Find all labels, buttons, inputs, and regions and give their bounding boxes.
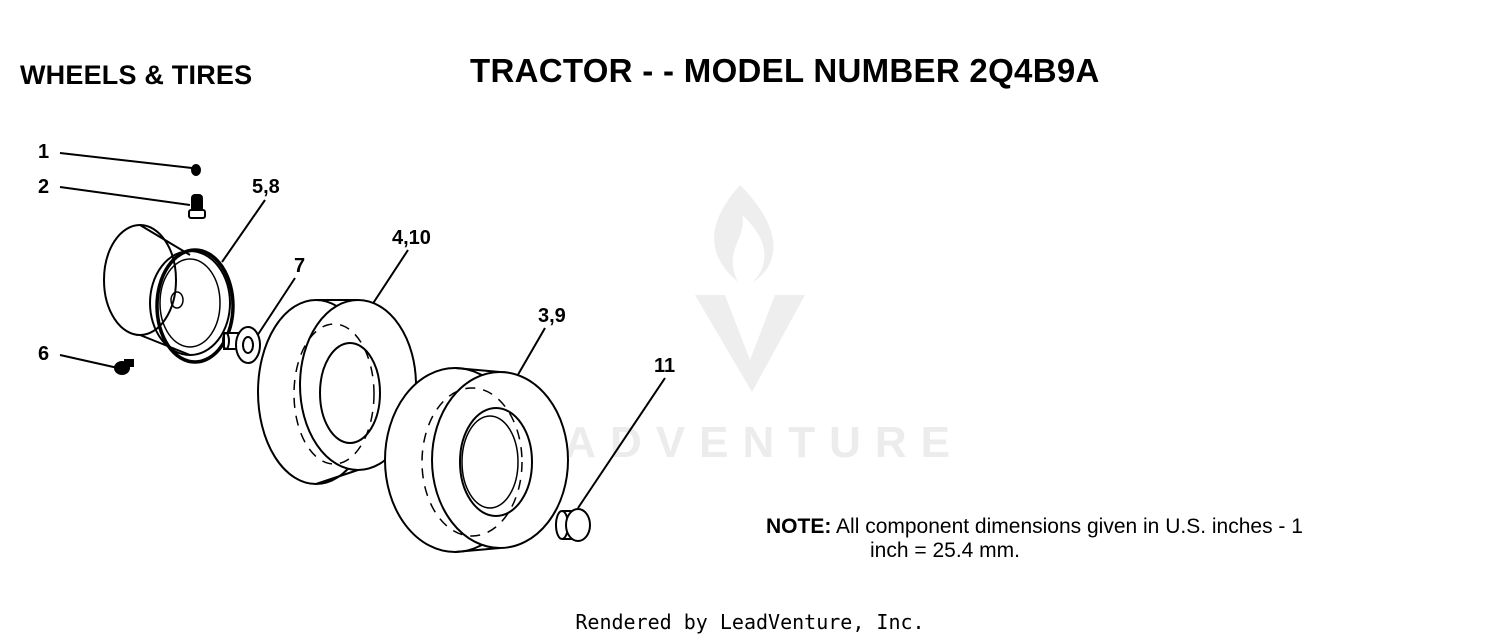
- leader-line-410: [369, 249, 409, 309]
- part-wheel-cap: [555, 508, 591, 542]
- leader-line-6: [59, 354, 119, 369]
- leader-line-11: [577, 377, 666, 509]
- watermark-flame-icon: [714, 185, 774, 283]
- section-title: WHEELS & TIRES: [20, 60, 253, 90]
- part-bolt: [114, 359, 134, 375]
- note-line1: All component dimensions given in U.S. i…: [836, 515, 1303, 538]
- callout-39: 3,9: [538, 305, 566, 327]
- watermark-v-icon: [695, 295, 805, 392]
- part-bushing: [222, 326, 261, 364]
- leader-line-2: [59, 186, 191, 206]
- callout-1: 1: [38, 141, 49, 163]
- part-tire-rear: [384, 367, 569, 553]
- callout-6: 6: [38, 343, 49, 365]
- part-valve-stem: [188, 194, 206, 219]
- callout-7: 7: [294, 255, 305, 277]
- callout-11: 11: [654, 355, 675, 377]
- footer-credit: Rendered by LeadVenture, Inc.: [575, 610, 925, 634]
- leader-line-58: [221, 199, 266, 263]
- part-tire-front: [257, 299, 417, 485]
- part-wheel-rim: [103, 224, 235, 364]
- leader-line-7: [256, 277, 296, 337]
- leader-line-1: [59, 152, 193, 169]
- part-valve-cap: [191, 164, 201, 176]
- callout-2: 2: [38, 176, 49, 198]
- note-label: NOTE:: [766, 515, 832, 538]
- callout-58: 5,8: [252, 176, 280, 198]
- dimension-note: NOTE: All component dimensions given in …: [766, 515, 1303, 563]
- page-title: TRACTOR - - MODEL NUMBER 2Q4B9A: [470, 52, 1100, 89]
- note-line2: inch = 25.4 mm.: [870, 539, 1020, 562]
- callout-410: 4,10: [392, 227, 431, 249]
